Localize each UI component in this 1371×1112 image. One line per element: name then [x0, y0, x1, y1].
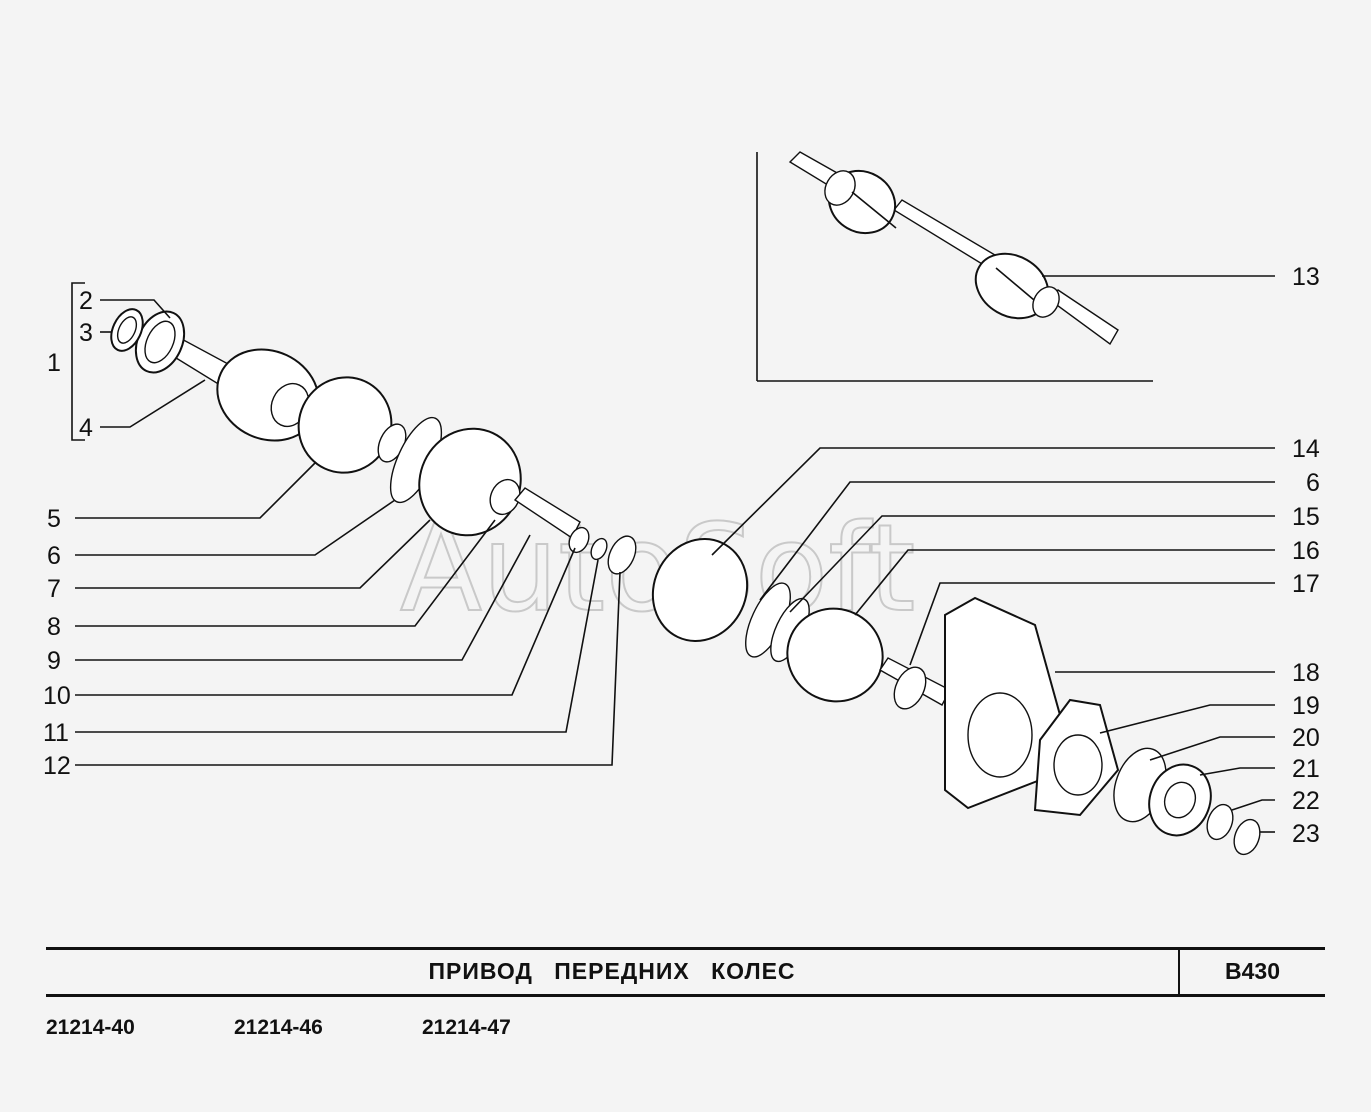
seal-ring-2: [134, 310, 186, 374]
callout-16: 16: [1292, 537, 1320, 565]
inner-cv-housing: [418, 427, 522, 537]
callout-2: 2: [79, 287, 93, 315]
seal-ring-3: [110, 308, 144, 352]
callout-15: 15: [1292, 503, 1320, 531]
callout-10: 10: [43, 682, 71, 710]
page-code: B430: [1225, 958, 1280, 984]
page-title: ПРИВОД ПЕРЕДНИХ КОЛЕС: [428, 958, 796, 984]
callout-1: 1: [47, 349, 61, 377]
callout-22: 22: [1292, 787, 1320, 815]
callout-6a: 6: [47, 542, 61, 570]
bracket-18: [944, 596, 1062, 810]
bearing-21: [1148, 763, 1212, 837]
callout-3: 3: [79, 319, 93, 347]
callout-23: 23: [1292, 820, 1320, 848]
callout-7: 7: [47, 575, 61, 603]
callout-8: 8: [47, 613, 61, 641]
outer-boot: [297, 376, 407, 474]
model-number: 21214-40: [46, 1016, 135, 1039]
inset-frame: [756, 152, 1153, 382]
flange-19: [1033, 698, 1120, 817]
title-bar: ПРИВОД ПЕРЕДНИХ КОЛЕС B430: [46, 947, 1325, 997]
callout-11: 11: [43, 719, 69, 747]
callout-9: 9: [47, 647, 61, 675]
callout-5: 5: [47, 505, 61, 533]
title-divider: [1178, 950, 1180, 994]
model-number: 21214-47: [422, 1016, 511, 1039]
callout-20: 20: [1292, 724, 1320, 752]
snap-ring-23: [1233, 818, 1261, 856]
assembled-drive-shaft: [788, 151, 1119, 346]
washer-22: [1206, 803, 1234, 841]
callout-6b: 6: [1306, 469, 1320, 497]
callout-4: 4: [79, 414, 93, 442]
callout-17: 17: [1292, 570, 1320, 598]
model-number: 21214-46: [234, 1016, 323, 1039]
splined-shaft-9: [513, 487, 581, 540]
boot-14: [651, 538, 749, 642]
callout-12: 12: [43, 752, 71, 780]
callout-labels: 1 2 3 4 5 6 7 8 9 10 11 12 13 14 6 15 16…: [43, 263, 1320, 848]
callout-18: 18: [1292, 659, 1320, 687]
leader-lines: [71, 275, 1275, 833]
callout-13: 13: [1292, 263, 1320, 291]
seal-17: [893, 666, 927, 710]
callout-19: 19: [1292, 692, 1320, 720]
snap-ring-11: [590, 537, 608, 561]
ring-12: [607, 535, 637, 575]
callout-14: 14: [1292, 435, 1320, 463]
callout-21: 21: [1292, 755, 1320, 783]
